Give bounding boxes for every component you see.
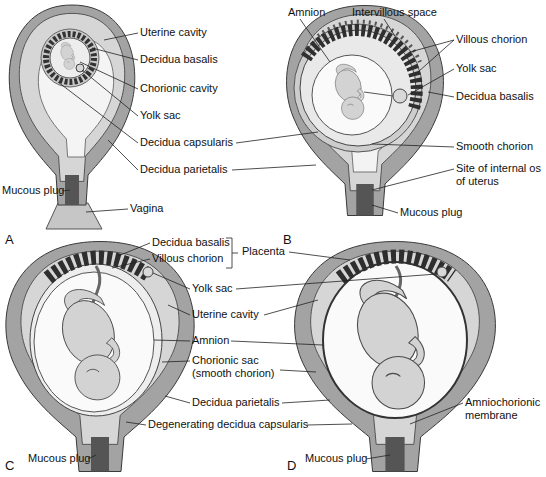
villi-ring xyxy=(46,34,94,82)
leader-line xyxy=(366,455,390,459)
anatomy-label: Decidua basalis xyxy=(152,236,230,249)
leader-line xyxy=(282,400,330,403)
leader-line xyxy=(104,33,138,40)
anatomy-label: Placenta xyxy=(242,245,285,258)
anatomy-label: Decidua basalis xyxy=(456,90,534,103)
embryo xyxy=(331,64,365,119)
uterine-wall xyxy=(287,6,444,216)
leader-line xyxy=(410,403,463,424)
anatomy-label: Decidua parietalis xyxy=(192,396,279,409)
leader-line xyxy=(86,209,128,212)
yolk-stalk xyxy=(364,92,393,96)
leader-line xyxy=(264,300,318,315)
anatomy-label: Intervillous space xyxy=(352,6,437,19)
leader-line xyxy=(289,252,350,260)
leader-line xyxy=(118,243,150,256)
panel-letter: C xyxy=(5,458,14,473)
leader-line xyxy=(165,396,190,403)
leader-line xyxy=(168,305,190,315)
decidua-layer xyxy=(299,14,431,190)
anatomy-label: Site of internal os of uterus xyxy=(456,162,544,188)
leader-line xyxy=(372,144,454,147)
leader-line xyxy=(92,48,138,60)
anatomy-label: Yolk sac xyxy=(192,282,233,295)
leader-line xyxy=(372,169,454,190)
embryo xyxy=(59,42,76,69)
anatomy-label: Uterine cavity xyxy=(192,308,259,321)
leader-line xyxy=(408,69,454,95)
leader-line xyxy=(112,259,150,268)
leader-line xyxy=(418,40,454,72)
yolk-sac-shape xyxy=(143,267,153,277)
leader-line xyxy=(126,422,146,425)
anatomy-label: Chorionic sac (smooth chorion) xyxy=(192,354,284,380)
leader-line xyxy=(162,361,190,362)
anatomy-label: Villous chorion xyxy=(152,252,223,265)
anatomy-label: Uterine cavity xyxy=(140,26,207,39)
leader-line xyxy=(300,19,330,62)
mucous-plug-shape xyxy=(385,437,404,472)
panel-letter: B xyxy=(283,232,292,247)
mucous-plug-shape xyxy=(356,184,374,216)
smooth-chorion-shape xyxy=(300,30,416,146)
leader-line xyxy=(307,424,352,425)
anatomy-label: Yolk sac xyxy=(140,109,181,122)
leader-line xyxy=(280,370,316,372)
uterine-wall xyxy=(295,242,496,472)
anatomy-label: Amnion xyxy=(288,6,325,19)
leader-line xyxy=(232,165,316,170)
anatomy-label: Degenerating decidua capsularis xyxy=(148,418,308,431)
leader-line xyxy=(108,140,138,170)
panel-letter: D xyxy=(287,458,296,473)
anatomy-label: Chorionic cavity xyxy=(140,82,218,95)
decidua-capsularis-shape xyxy=(41,29,99,87)
uterus-c xyxy=(6,242,194,472)
amniochorionic-shape xyxy=(323,262,467,418)
leader-line xyxy=(428,92,454,97)
anatomy-label: Mucous plug xyxy=(28,452,90,465)
leader-line xyxy=(153,273,190,289)
anatomy-label: Villous chorion xyxy=(456,33,527,46)
panel-letter: A xyxy=(5,232,14,247)
yolk-sac-shape xyxy=(437,267,447,277)
anatomy-label: Mucous plug xyxy=(400,206,462,219)
mucous-plug-shape xyxy=(91,437,109,472)
anatomy-label: Decidua capsularis xyxy=(140,136,233,149)
fetus xyxy=(54,290,122,400)
leader-line xyxy=(154,340,190,341)
anatomy-label: Vagina xyxy=(130,202,163,215)
leader-line xyxy=(236,132,318,143)
intervillous-space-shape xyxy=(318,22,420,62)
uterus-d xyxy=(295,242,496,472)
leader-line xyxy=(231,341,323,345)
uterine-wall xyxy=(9,5,135,205)
chorionic-sac-shape xyxy=(30,264,162,416)
uterine-wall xyxy=(6,242,194,472)
amnion-shape xyxy=(34,272,154,412)
yolk-sac-shape xyxy=(393,89,407,103)
anatomy-label: Mucous plug xyxy=(2,184,64,197)
leader-line xyxy=(236,274,437,289)
leader-line xyxy=(58,82,138,143)
uterus-a xyxy=(9,5,135,205)
leader-line xyxy=(372,205,398,213)
anatomy-label: Decidua parietalis xyxy=(140,163,227,176)
anatomy-label: Decidua basalis xyxy=(140,53,218,66)
anatomy-label: Amnion xyxy=(192,334,229,347)
leader-line xyxy=(384,19,395,36)
leader-line xyxy=(82,70,138,116)
anatomy-label: Amniochorionic membrane xyxy=(465,396,545,422)
anatomy-label: Mucous plug xyxy=(305,452,367,465)
leader-lines xyxy=(58,19,463,459)
uterus-b xyxy=(287,6,444,216)
amnion-shape xyxy=(312,55,392,135)
decidua-layer xyxy=(21,251,179,444)
fetus xyxy=(348,280,427,409)
anatomy-label: Smooth chorion xyxy=(456,140,533,153)
anatomy-label: Yolk sac xyxy=(456,62,497,75)
vagina-shape xyxy=(46,203,102,229)
decidua-layer xyxy=(311,251,480,444)
